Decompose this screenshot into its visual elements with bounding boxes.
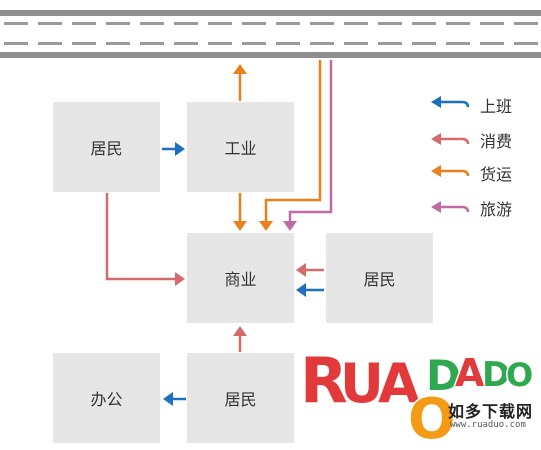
consumption-arrow-resident-top-to-commerce <box>105 193 185 286</box>
legend-label-tourism: 旅游 <box>480 200 513 219</box>
tourism-arrow-road-to-commerce <box>283 60 333 231</box>
watermark-logo: R U A O D A D O 如多下载网 www.ruaduo.com <box>299 340 540 450</box>
legend-label-freight: 货运 <box>480 165 513 184</box>
legend-arrow-freight <box>431 165 470 177</box>
consumption-arrow-resident-right-to-commerce <box>296 263 324 277</box>
svg-text:D: D <box>482 355 510 395</box>
commute-arrow-resident-right-to-commerce <box>296 283 324 297</box>
svg-text:R: R <box>300 344 348 417</box>
legend-arrow-consumption <box>431 133 470 145</box>
svg-text:O: O <box>408 387 456 445</box>
legend-label-consumption: 消费 <box>480 132 513 151</box>
svg-text:D: D <box>426 351 461 400</box>
watermark-subtitle: 如多下载网 <box>448 402 534 421</box>
watermark-url: www.ruaduo.com <box>450 420 526 430</box>
watermark-logo-graphic: R U A O D A D O <box>299 343 535 450</box>
zone-resident-right: 居民 <box>326 233 433 323</box>
commute-arrow-resident-to-industry <box>162 142 185 156</box>
legend-arrow-tourism <box>431 201 470 213</box>
freight-arrow-industry-to-road <box>233 64 247 101</box>
zone-commerce: 商业 <box>187 233 294 323</box>
commute-arrow-resident-bottom-to-office <box>163 392 186 406</box>
zone-resident-top: 居民 <box>53 102 160 192</box>
freight-arrow-road-to-commerce <box>259 60 322 231</box>
svg-text:A: A <box>455 351 485 395</box>
consumption-arrow-resident-bottom-to-commerce <box>233 326 247 352</box>
svg-text:O: O <box>506 356 533 394</box>
zone-resident-bottom: 居民 <box>187 353 294 443</box>
svg-text:U: U <box>340 352 384 415</box>
road-top-edge <box>0 10 541 16</box>
road-lane-marking-upper <box>0 22 541 25</box>
zone-office: 办公 <box>53 353 160 443</box>
road-bottom-edge <box>0 52 541 58</box>
legend-label-commute: 上班 <box>480 97 513 116</box>
zone-industry: 工业 <box>187 102 294 192</box>
svg-text:A: A <box>378 352 420 415</box>
legend-arrow-commute <box>431 96 470 108</box>
road-lane-marking-lower <box>0 42 541 45</box>
freight-arrow-industry-to-commerce <box>233 193 247 231</box>
